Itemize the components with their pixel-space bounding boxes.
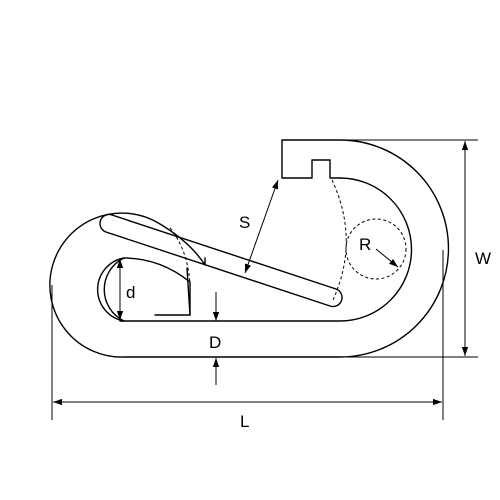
label-D: D	[209, 333, 221, 352]
radius-dashed-circle	[345, 218, 407, 280]
dashed-curve-left	[169, 227, 191, 286]
label-w: W	[475, 249, 491, 268]
label-s: S	[239, 213, 250, 232]
inner-eye	[103, 257, 191, 322]
inner-eye-arc	[97, 257, 125, 322]
opening-dimension-arrow	[244, 179, 279, 274]
dashed-curve-right	[331, 179, 347, 301]
label-l: L	[240, 412, 249, 431]
hook-outer-outline	[49, 139, 450, 358]
gate-catch	[281, 139, 341, 179]
spring-gate	[99, 213, 343, 308]
hook-inner-outline	[119, 177, 413, 322]
label-d: d	[126, 283, 135, 302]
label-r: R	[359, 235, 371, 254]
radius-arrow	[375, 248, 399, 268]
